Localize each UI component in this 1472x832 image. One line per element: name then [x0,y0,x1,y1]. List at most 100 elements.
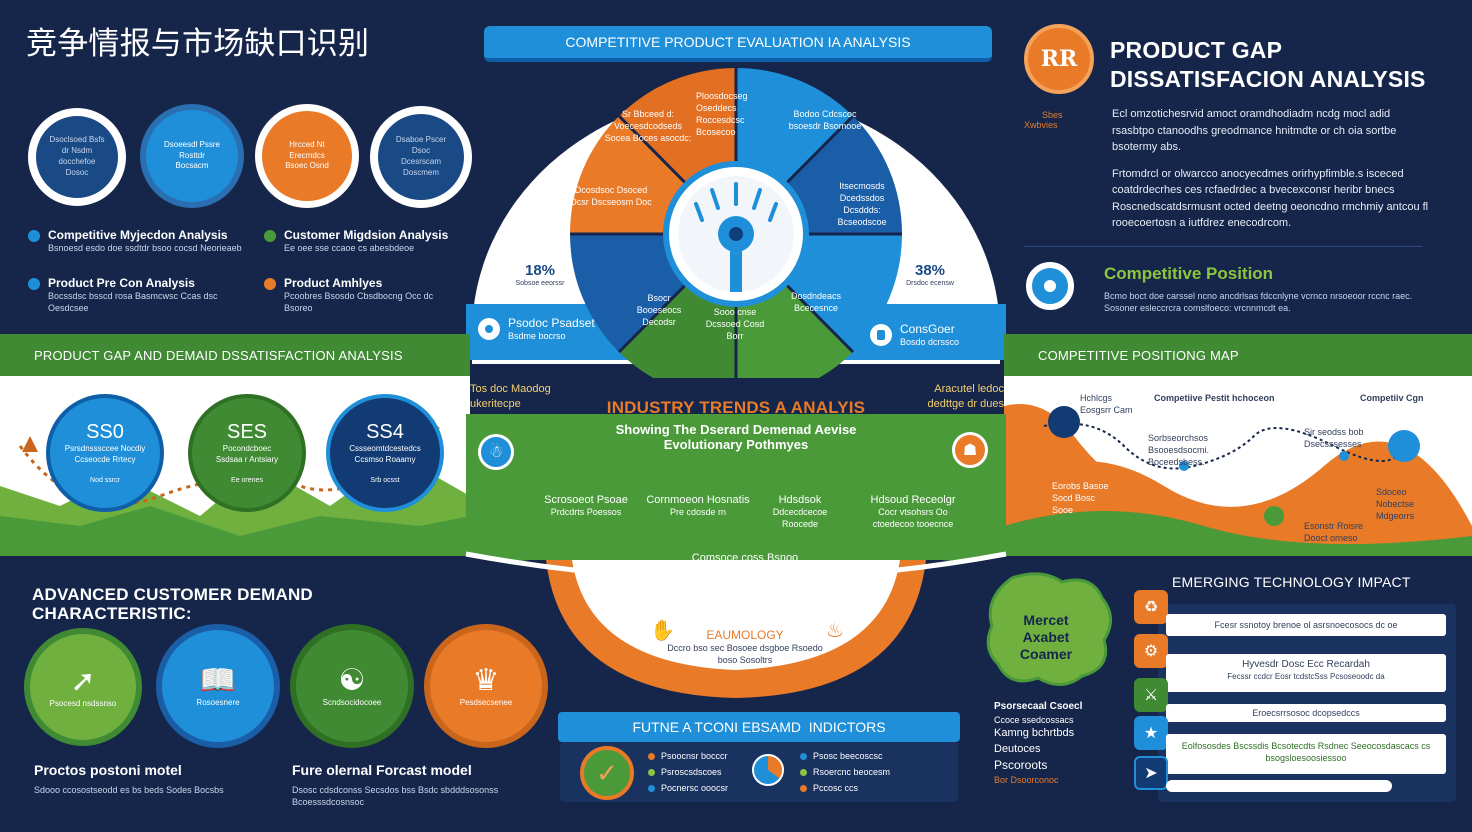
legend-item: Customer Migdsion Analysis Ee oee sse cc… [264,228,474,254]
wheel-right-stat: 38% Drsdoc ecensw [900,262,960,288]
future-item: Rsoercnc beocesm [813,767,891,777]
market-list-item: Kamng bchrtbds [994,727,1075,740]
card-title: ConsGoer [900,322,955,336]
logo-badge: RR [1024,24,1094,94]
lock-icon [870,324,892,347]
market-list: Psorsecaal Csoecl Ccoce ssedcossacs Kamn… [994,700,1124,786]
position-title: Competitive Position [1104,264,1274,283]
wheel-left-stat: 18% Sobsoe eeorssr [510,262,570,288]
metric-circle-2: SES Pocondcboec Ssdsaa r Antsiary Ee ore… [188,394,306,512]
emerging-icon-5: ➤ [1134,756,1168,790]
metric-label: Cssseomtdcestedcs [349,443,421,453]
model-block-2: Fure olernal Forcast model Dsosc cdsdcon… [292,762,532,808]
circle-label: Pesdsecsenee [459,698,513,708]
pie-icon [752,754,784,786]
evaluation-wheel [466,67,1006,401]
trend-item: Scrosoeot Psoae Prdcdrts Poessos [536,494,636,518]
future-item: Psosc beecoscsc [813,751,883,761]
side-labels: Sbes Xwbvies [1024,110,1094,134]
green-band-right [1004,334,1472,376]
stat-sub: Sobsoe eeorssr [515,280,565,287]
metric-label: Srb ocsst [370,476,400,484]
map-label: Competiiv Cgn [1360,393,1424,403]
trends-sub: Evolutionary Pothmyes [663,437,809,452]
check-icon: ✓ [580,746,634,800]
metric-value: SES [226,420,268,443]
trend-item-sub: Pre cdosde rn [669,507,727,517]
wheel-segment-label: Bodoo Cdcscoc bsoesdr Bsomooe [788,109,862,132]
technology-title: EAUMOLOGY [706,628,784,642]
map-label: Eorobs Basoe Socd Bosc Sooe [1052,481,1109,516]
circle-label: Rosoesnere [196,698,240,708]
position-icon [1026,262,1074,310]
competitive-position: Competitive Position Bcmo boct doe carss… [1104,264,1424,314]
bullet-icon [648,769,655,777]
market-list-item: Pscoroots [994,757,1048,772]
legend-sub: Pcoobres Bsosdo Cbsdbocng Occ dc Bsoreo [284,291,434,314]
positioning-map: Hchlcgs Eosgsrr Cam Competiive Pestit hc… [1004,376,1472,556]
metric-label: Ssdsaa r Antsiary [215,454,279,464]
map-label: Sdoceo Nobectse Mdgeorrs [1376,487,1415,522]
title-line: PRODUCT GAP [1110,37,1283,63]
bullet-icon [800,753,807,761]
stat-circle-3: Hrcced Nt Erecmdcs Bsoec Osnd [255,104,359,208]
model-title: Fure olernal Forcast model [292,762,472,778]
product-gap-body: Ecl omzotichesrvid amoct oramdhodiadm nc… [1112,106,1432,232]
person-icon [478,318,500,341]
trend-center-sub: Bsoo boc dcesc Bcodessscs [713,565,777,588]
bullet-icon [264,229,276,242]
emerging-row-sub: Fecssr ccdcr Eosr tcdstcSss Pcsoseoodc d… [1227,671,1385,681]
circle-label: Psocesd nsdssnso [49,699,117,709]
trend-item-sub: Prdcdrts Poessos [550,507,622,517]
chart-line-icon: ➚ [70,665,96,699]
future-banner: FUTNE A TCONI EBSAMD INDICTORS [558,712,960,742]
stat-circle-text: Hrcced Nt Erecmdcs Bsoec Osnd [285,139,329,171]
trend-center-title: Comsoce coss Bsnoo [691,552,799,564]
bullet-icon [28,277,40,290]
stat-circle-text: Dsoclsoed Bsfs dr Nsdm docchefoe Dosoc [49,135,105,177]
wheel-segment-label: Sr Bbceed d: Voecesdcodseds Socea Boces … [604,109,692,144]
future-item: Psroscsdscoes [661,767,722,777]
emerging-row: Hyvesdr Dosc Ecc Recardah Fecssr ccdcr E… [1166,654,1446,692]
card-title: Psodoc Psadset [508,316,595,330]
trend-item-sub: Cocr vtsohsrs Oo ctoedecoo tooecnce [872,507,954,530]
metric-value: SS4 [366,420,404,443]
card-sub: Bosdo dcrssco [900,337,960,347]
stat-circle-2: Dsoeesdl Pssre Rosttdr Bocsacm [140,104,244,208]
emerging-row: Fcesr ssnotoy brenoe ol asrsnoecosocs dc… [1166,614,1446,636]
bullet-icon [800,769,807,777]
divider [1024,246,1422,247]
future-list-left: Psoocnsr bocccr Psroscsdscoes Pocnersc o… [648,748,728,796]
demand-circle-4: ♛ Pesdsecsenee [424,624,548,748]
model-sub: Sdooo ccosostseodd es bs beds Sodes Bocs… [34,785,224,795]
stat-sub: Drsdoc ecensw [906,280,954,287]
emerging-icon-1: ♻ [1134,590,1168,624]
map-label: Hchlcgs Eosgsrr Cam [1080,393,1133,416]
emerging-row-text: Fcesr ssnotoy brenoe ol asrsnoecosocs dc… [1214,619,1398,630]
page-title: 竞争情报与市场缺口识别 [26,26,370,62]
legend-sub: Bsnoesd esdo doe ssdtdr bsoo cocsd Neori… [48,243,242,253]
emerging-row: Eroecsrrsosoc dcopsedccs [1166,704,1446,722]
stat-circle-1: Dsoclsoed Bsfs dr Nsdm docchefoe Dosoc [28,108,126,206]
model-sub: Dsosc cdsdconss Secsdos bss Bsdc sbdddso… [292,785,499,808]
trend-item: Hdsdsok Ddcecdcecoe Roocede [760,494,840,530]
emerging-icon-2: ⚙ [1134,634,1168,668]
emerging-slider[interactable] [1166,780,1392,792]
trends-corner-label: Aracutel ledoc dedttge dr dues [927,383,1004,410]
stat-circle-text: Dsaboe Pscer Dsoc Dcesrscam Doscmem [395,135,447,177]
legend-title: Customer Migdsion Analysis [284,228,449,242]
emerging-row-text: Eolfososdes Bscssdis Bcsotecdts Rsdnec S… [1181,741,1431,764]
map-label: Sorbseorchsos Bsooesdsocmi. Boceedsbess. [1148,433,1210,468]
wheel-segment-label: Ploosdocseg Oseddecs Roccesdcsc Bcosecoo [696,91,748,138]
trends-frame [465,378,1007,698]
trend-icon-left: ☃ [478,434,514,470]
stat-value: 38% [914,262,946,279]
emerging-title: EMERGING TECHNOLOGY IMPACT [1172,574,1411,590]
map-label: Sir seodss bob Dsecsssesses [1304,427,1364,450]
side-label: Xwbvies [1024,120,1058,130]
future-item: Pccosc ccs [813,783,859,793]
title-line: CHARACTERISTIC: [32,603,192,623]
wheel-segment-label: Itsecmosds Dcedssdos Dcsddds: Bcseodscoe [837,181,887,228]
trend-icon-right: ☗ [952,432,988,468]
wheel-right-card: ConsGoer Bosdo dcrssco [870,322,959,348]
